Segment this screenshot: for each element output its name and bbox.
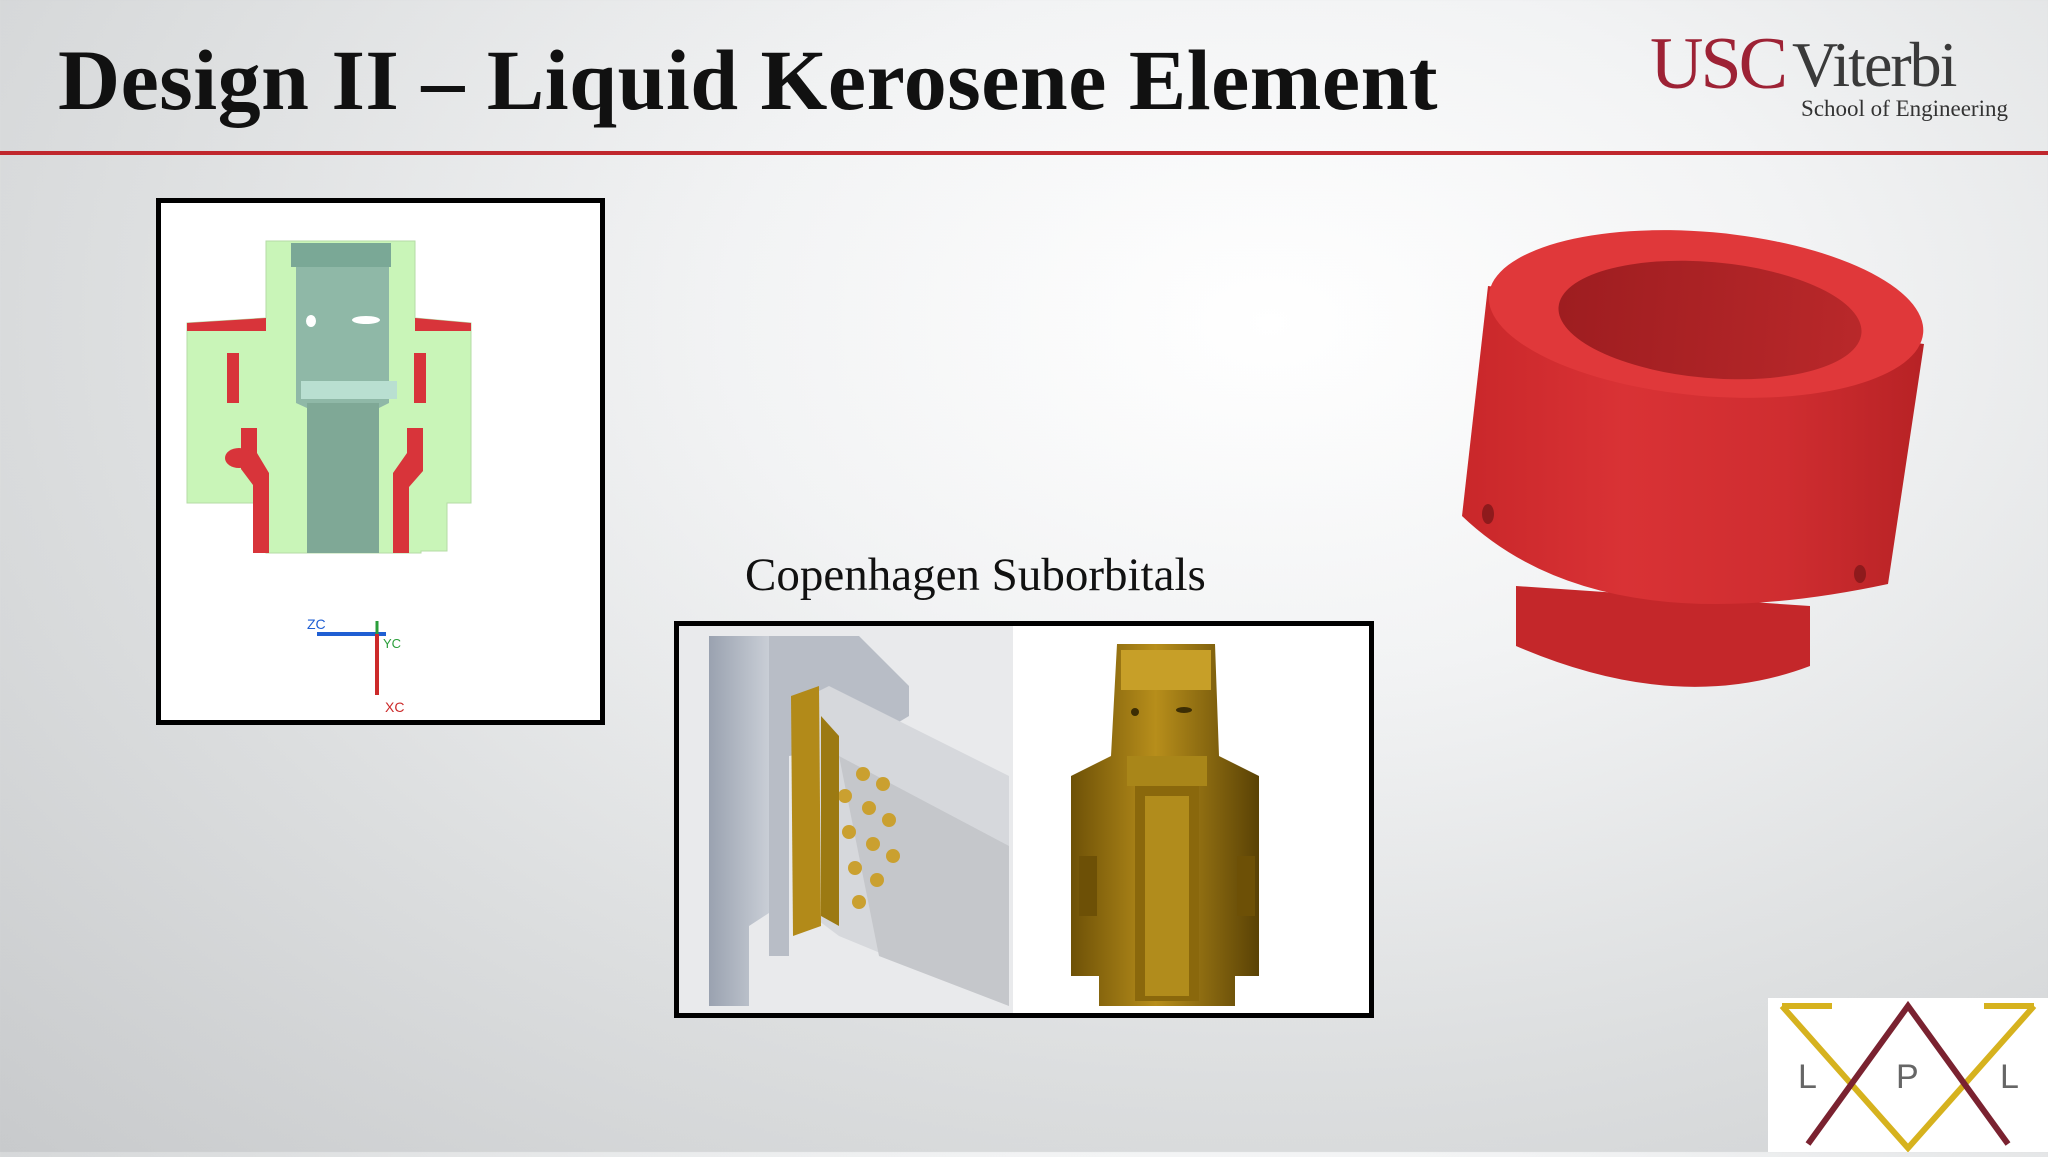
lpl-letter-p: P xyxy=(1896,1058,1919,1096)
red-injector-sleeve-drawing xyxy=(1462,230,1924,687)
copenhagen-caption: Copenhagen Suborbitals xyxy=(745,549,1206,601)
school-of-engineering-text: School of Engineering xyxy=(1801,96,2008,121)
lpl-logo-mark: L P L xyxy=(1779,1000,2037,1153)
lpl-logo: L P L xyxy=(1768,998,2048,1153)
slide-title: Design II – Liquid Kerosene Element xyxy=(58,32,1439,128)
usc-viterbi-logo: USC Viterbi School of Engineering xyxy=(1650,22,2010,132)
axis-label-yc: YC xyxy=(383,636,401,651)
viterbi-logo-text: Viterbi xyxy=(1792,29,1957,100)
axis-label-zc: ZC xyxy=(307,616,326,632)
axis-label-xc: XC xyxy=(385,699,404,715)
usc-logo-text: USC xyxy=(1650,23,1788,105)
copenhagen-injector-renders xyxy=(679,626,1369,1013)
cad-cross-section-image: ZC YC XC xyxy=(156,198,605,725)
red-cylinder-render xyxy=(1448,226,1938,726)
title-divider xyxy=(0,151,2048,155)
lpl-letter-l2: L xyxy=(2000,1058,2019,1096)
injector-cross-section-drawing: ZC YC XC xyxy=(161,203,600,720)
lpl-letter-l1: L xyxy=(1798,1058,1817,1096)
copenhagen-suborbitals-image xyxy=(674,621,1374,1018)
